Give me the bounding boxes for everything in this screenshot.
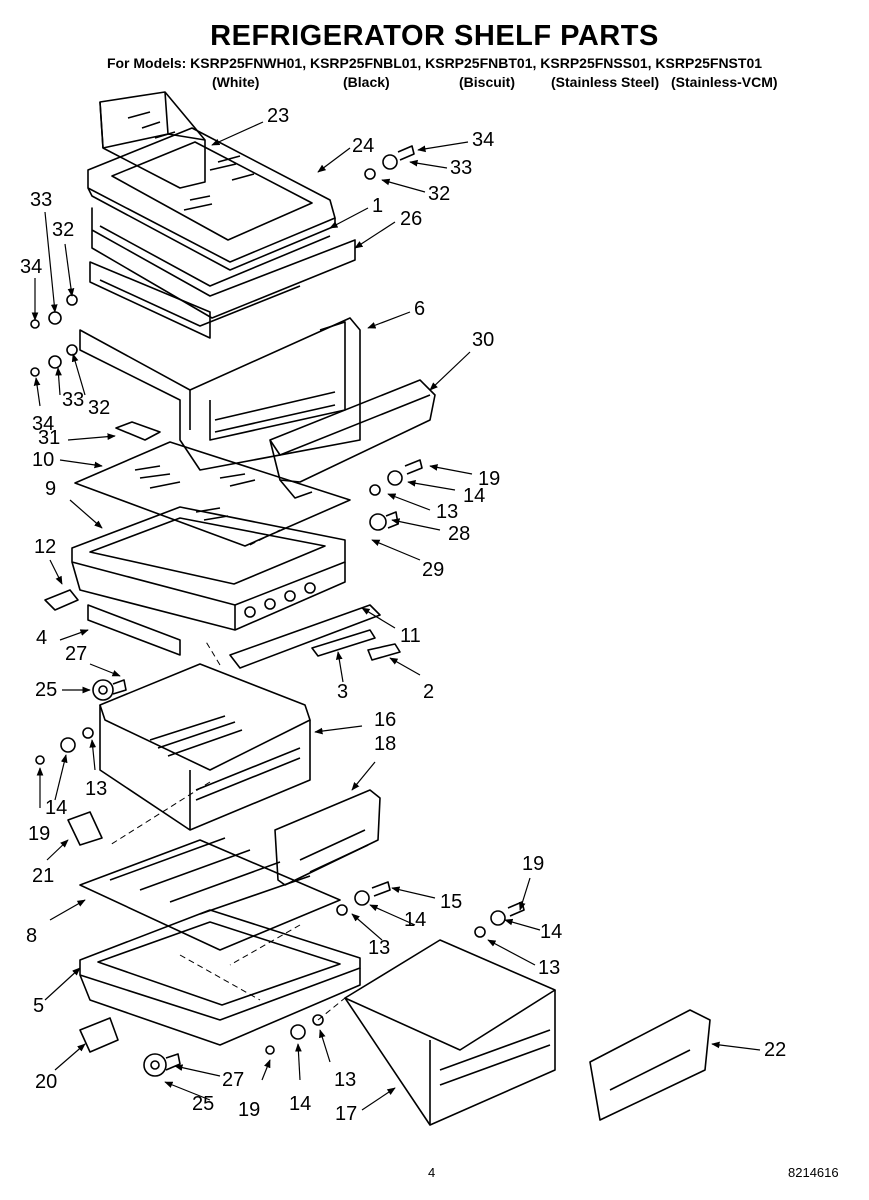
part-9-shelf-frame [71,506,346,631]
callout-24: 24 [352,135,374,157]
part-21-cover [67,811,103,846]
callout-20: 20 [35,1071,57,1093]
callout-19: 19 [28,823,50,845]
leader-arrows [31,121,761,1111]
callout-30: 30 [472,329,494,351]
callout-33: 33 [450,157,472,179]
callout-26: 26 [400,208,422,230]
callout-17: 17 [335,1103,357,1125]
callout-1: 1 [372,195,383,217]
callout-8: 8 [26,925,37,947]
callout-16: 16 [374,709,396,731]
finish-biscuit: (Biscuit) [459,74,515,90]
callout-13: 13 [538,957,560,979]
callout-25: 25 [192,1093,214,1115]
alignment-lines [109,529,346,1021]
part-20-cap [79,1017,119,1053]
part-23-deli-tray [99,91,206,189]
callout-19: 19 [238,1099,260,1121]
callout-28: 28 [448,523,470,545]
callout-22: 22 [764,1039,786,1061]
callout-13: 13 [85,778,107,800]
callout-33: 33 [62,389,84,411]
callout-10: 10 [32,449,54,471]
callout-15: 15 [440,891,462,913]
callout-13: 13 [334,1069,356,1091]
callout-14: 14 [45,797,67,819]
finish-stainless-vcm: (Stainless-VCM) [671,74,778,90]
part-8-grid-cover [79,837,341,951]
callout-33: 33 [30,189,52,211]
callout-9: 9 [45,478,56,500]
part-18-crisper-front [274,789,381,886]
callout-14: 14 [540,921,562,943]
callout-29: 29 [422,559,444,581]
callout-34: 34 [20,256,42,278]
callout-6: 6 [414,298,425,320]
callout-21: 21 [32,865,54,887]
callout-31: 31 [38,427,60,449]
callout-23: 23 [267,105,289,127]
document-number: 8214616 [788,1165,839,1180]
part-25-wheel [92,679,127,701]
callout-34: 34 [472,129,494,151]
callout-19: 19 [478,468,500,490]
callout-32: 32 [52,219,74,241]
callout-27: 27 [65,643,87,665]
callout-19: 19 [522,853,544,875]
part-22-drawer-front [589,1009,711,1121]
part-4-rail [87,604,181,656]
callout-13: 13 [436,501,458,523]
callout-labels: 23 24 34 33 32 1 26 33 32 34 6 30 33 32 … [20,105,786,1125]
callout-14: 14 [289,1093,311,1115]
callout-11: 11 [400,625,421,647]
callout-32: 32 [88,397,110,419]
callout-18: 18 [374,733,396,755]
page-number: 4 [428,1165,436,1180]
part-2-clip [367,643,401,661]
callout-27: 27 [222,1069,244,1091]
part-12-end-cap [44,589,79,611]
part-16-crisper-drawer [99,663,311,831]
callout-12: 12 [34,536,56,558]
callout-13: 13 [368,937,390,959]
part-30-cover [269,379,436,499]
part-3-clip [311,629,376,657]
part-6-drawer-frame [79,261,361,471]
callout-14: 14 [404,909,426,931]
part-25-wheel-lower [143,1053,181,1077]
callout-14: 14 [463,485,485,507]
part-31-bracket [115,421,161,441]
callout-5: 5 [33,995,44,1017]
finish-stainless-steel: (Stainless Steel) [551,74,660,90]
callout-25: 25 [35,679,57,701]
page-title: REFRIGERATOR SHELF PARTS [210,20,659,52]
part-10-glass-shelf [74,441,351,547]
callout-4: 4 [36,627,47,649]
part-26-shelf-frame [91,207,356,319]
finish-white: (White) [212,74,260,90]
callout-34: 34 [32,413,54,435]
callout-3: 3 [337,681,348,703]
model-list: For Models: KSRP25FNWH01, KSRP25FNBL01, … [106,55,763,71]
finish-black: (Black) [343,74,390,90]
callout-32: 32 [428,183,450,205]
part-17-lower-drawer [344,939,556,1126]
part-11-rail [229,604,381,669]
callout-2: 2 [423,681,434,703]
